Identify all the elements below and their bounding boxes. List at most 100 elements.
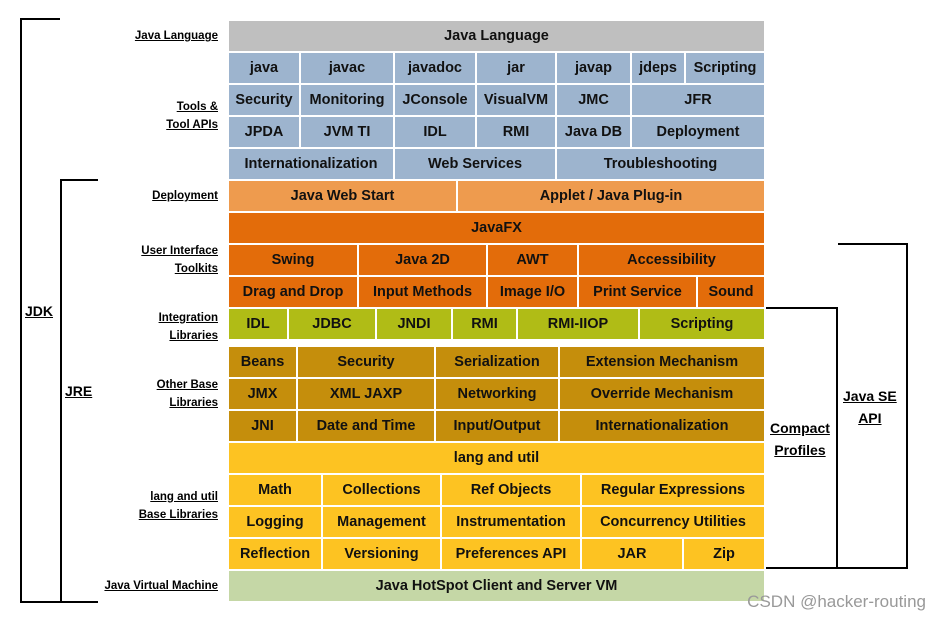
cell-jar[interactable]: jar (477, 53, 557, 85)
cell-jfr[interactable]: JFR (632, 85, 766, 117)
cell-hotspot-vm[interactable]: Java HotSpot Client and Server VM (229, 571, 766, 603)
cell-deployment-tool[interactable]: Deployment (632, 117, 766, 149)
cell-jconsole[interactable]: JConsole (395, 85, 477, 117)
cell-troubleshooting[interactable]: Troubleshooting (557, 149, 766, 181)
cell-security[interactable]: Security (298, 347, 436, 379)
cell-ref-objects[interactable]: Ref Objects (442, 475, 582, 507)
cell-swing[interactable]: Swing (229, 245, 359, 277)
cell-versioning[interactable]: Versioning (323, 539, 442, 571)
cell-internationalization[interactable]: Internationalization (560, 411, 766, 443)
cell-visualvm[interactable]: VisualVM (477, 85, 557, 117)
cell-java-db[interactable]: Java DB (557, 117, 632, 149)
cell-drag-and-drop[interactable]: Drag and Drop (229, 277, 359, 309)
cell-serialization[interactable]: Serialization (436, 347, 560, 379)
cell-javap[interactable]: javap (557, 53, 632, 85)
cell-math[interactable]: Math (229, 475, 323, 507)
javase-bracket-top (838, 243, 908, 245)
cell-java-web-start[interactable]: Java Web Start (229, 181, 458, 213)
cell-jar-lib[interactable]: JAR (582, 539, 684, 571)
cell-zip[interactable]: Zip (684, 539, 766, 571)
cell-preferences-api[interactable]: Preferences API (442, 539, 582, 571)
cell-java[interactable]: java (229, 53, 301, 85)
cell-jdbc[interactable]: JDBC (289, 309, 377, 341)
cell-instrumentation[interactable]: Instrumentation (442, 507, 582, 539)
label-deployment[interactable]: Deployment (152, 190, 218, 202)
cell-jdeps[interactable]: jdeps (632, 53, 686, 85)
jdk-bracket-bottom (20, 601, 60, 603)
cell-internationalization-tool[interactable]: Internationalization (229, 149, 395, 181)
jdk-bracket-top (20, 18, 60, 20)
cell-idl[interactable]: IDL (229, 309, 289, 341)
javase-line1: Java SE (843, 388, 897, 404)
jdk-bracket-vertical (20, 18, 22, 603)
cell-beans[interactable]: Beans (229, 347, 298, 379)
cell-jmc[interactable]: JMC (557, 85, 632, 117)
cell-scripting[interactable]: Scripting (640, 309, 766, 341)
label-tools-line1: Tools & (176, 101, 218, 113)
cell-javadoc[interactable]: javadoc (395, 53, 477, 85)
cell-reflection[interactable]: Reflection (229, 539, 323, 571)
cell-sound[interactable]: Sound (698, 277, 766, 309)
cell-jvm-ti[interactable]: JVM TI (301, 117, 395, 149)
jre-label[interactable]: JRE (63, 380, 95, 402)
cell-lang-and-util[interactable]: lang and util (229, 443, 766, 475)
cell-input-output[interactable]: Input/Output (436, 411, 560, 443)
cell-java-2d[interactable]: Java 2D (359, 245, 488, 277)
cell-scripting-tool[interactable]: Scripting (686, 53, 766, 85)
cell-concurrency-utilities[interactable]: Concurrency Utilities (582, 507, 766, 539)
label-ui-line2: Toolkits (174, 263, 218, 275)
cell-regular-expressions[interactable]: Regular Expressions (582, 475, 766, 507)
cell-rmi-tool[interactable]: RMI (477, 117, 557, 149)
jre-bracket-top (60, 179, 98, 181)
javase-line2: API (858, 410, 882, 426)
compact-bracket-bottom (766, 567, 838, 569)
label-lang-line1: lang and util (150, 491, 218, 503)
cell-jndi[interactable]: JNDI (377, 309, 453, 341)
cell-jni[interactable]: JNI (229, 411, 298, 443)
label-jvm[interactable]: Java Virtual Machine (104, 580, 218, 592)
cell-input-methods[interactable]: Input Methods (359, 277, 488, 309)
cell-rmi-iiop[interactable]: RMI-IIOP (518, 309, 640, 341)
cell-networking[interactable]: Networking (436, 379, 560, 411)
cell-rmi[interactable]: RMI (453, 309, 518, 341)
cell-accessibility[interactable]: Accessibility (579, 245, 766, 277)
cell-image-io[interactable]: Image I/O (488, 277, 579, 309)
cell-java-language[interactable]: Java Language (229, 21, 766, 53)
label-integration-line2: Libraries (169, 330, 218, 342)
cell-management[interactable]: Management (323, 507, 442, 539)
javase-bracket-vertical (906, 243, 908, 569)
cell-logging[interactable]: Logging (229, 507, 323, 539)
label-other-line2: Libraries (169, 397, 218, 409)
cell-javac[interactable]: javac (301, 53, 395, 85)
cell-extension-mechanism[interactable]: Extension Mechanism (560, 347, 766, 379)
cell-xml-jaxp[interactable]: XML JAXP (298, 379, 436, 411)
cell-monitoring[interactable]: Monitoring (301, 85, 395, 117)
label-tools-line2: Tool APIs (166, 119, 218, 131)
jre-bracket-bottom (60, 601, 98, 603)
label-java-language[interactable]: Java Language (134, 30, 218, 42)
cell-idl-tool[interactable]: IDL (395, 117, 477, 149)
cell-javafx[interactable]: JavaFX (229, 213, 766, 245)
java-se-api-label[interactable]: Java SE API (840, 385, 900, 429)
cell-collections[interactable]: Collections (323, 475, 442, 507)
cell-override-mechanism[interactable]: Override Mechanism (560, 379, 766, 411)
label-ui-line1: User Interface (141, 245, 218, 257)
cell-awt[interactable]: AWT (488, 245, 579, 277)
compact-line2: Profiles (774, 442, 826, 458)
cell-security-tool[interactable]: Security (229, 85, 301, 117)
cell-web-services[interactable]: Web Services (395, 149, 557, 181)
cell-print-service[interactable]: Print Service (579, 277, 698, 309)
cell-applet-plugin[interactable]: Applet / Java Plug-in (458, 181, 766, 213)
label-tools[interactable]: Tools & Tool APIs (166, 98, 218, 134)
javase-bracket-bottom (838, 567, 908, 569)
cell-jmx[interactable]: JMX (229, 379, 298, 411)
jdk-label[interactable]: JDK (23, 300, 56, 322)
compact-line1: Compact (770, 420, 830, 436)
cell-jpda[interactable]: JPDA (229, 117, 301, 149)
cell-date-and-time[interactable]: Date and Time (298, 411, 436, 443)
